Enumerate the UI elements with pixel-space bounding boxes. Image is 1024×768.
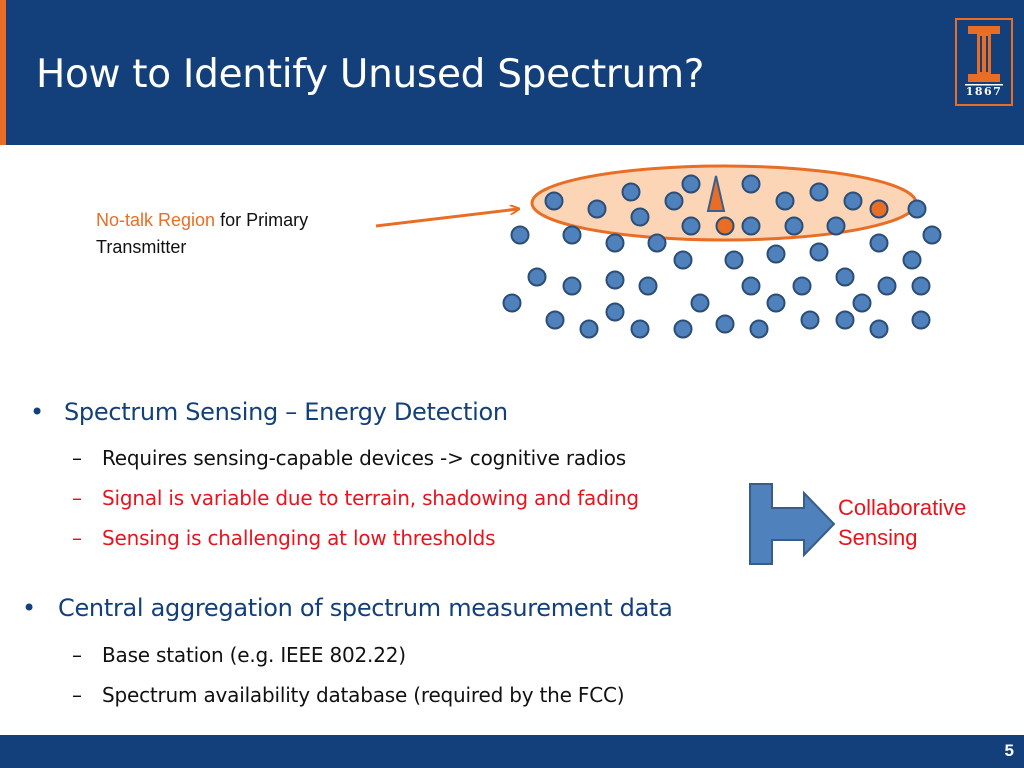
secondary-node bbox=[826, 216, 846, 236]
bullet-central-aggregation: • Central aggregation of spectrum measur… bbox=[22, 594, 802, 628]
secondary-node bbox=[681, 216, 701, 236]
secondary-node bbox=[587, 199, 607, 219]
secondary-node bbox=[835, 267, 855, 287]
collab-line1: Collaborative bbox=[838, 495, 967, 520]
secondary-node bbox=[579, 319, 599, 339]
primary-transmitter-icon bbox=[706, 175, 726, 212]
active-secondary-node bbox=[715, 216, 735, 236]
secondary-node bbox=[869, 233, 889, 253]
secondary-node bbox=[621, 182, 641, 202]
sub-bullet-text: Spectrum availability database (required… bbox=[102, 683, 625, 707]
collab-line2: Sensing bbox=[838, 525, 918, 550]
sub-bullet-sensing-2: – Signal is variable due to terrain, sha… bbox=[72, 486, 732, 514]
secondary-node bbox=[766, 244, 786, 264]
secondary-node-group bbox=[502, 174, 942, 339]
secondary-node bbox=[630, 319, 650, 339]
secondary-node bbox=[775, 191, 795, 211]
sub-bullet-text: Signal is variable due to terrain, shado… bbox=[102, 486, 639, 510]
secondary-node bbox=[749, 319, 769, 339]
secondary-node bbox=[852, 293, 872, 313]
secondary-node bbox=[741, 216, 761, 236]
secondary-node bbox=[784, 216, 804, 236]
callout-text-line2: Transmitter bbox=[96, 237, 187, 257]
bullet-text: Spectrum Sensing – Energy Detection bbox=[64, 398, 508, 426]
bullet-marker: • bbox=[22, 594, 36, 622]
secondary-node bbox=[741, 174, 761, 194]
dash-marker: – bbox=[72, 446, 82, 470]
dash-marker: – bbox=[72, 643, 82, 667]
sub-bullet-text: Requires sensing-capable devices -> cogn… bbox=[102, 446, 627, 470]
sub-bullet-sensing-1: – Requires sensing-capable devices -> co… bbox=[72, 446, 732, 474]
secondary-node bbox=[605, 302, 625, 322]
sub-bullet-text: Sensing is challenging at low thresholds bbox=[102, 526, 496, 550]
secondary-node bbox=[911, 276, 931, 296]
secondary-node bbox=[527, 267, 547, 287]
secondary-node bbox=[724, 250, 744, 270]
secondary-node bbox=[647, 233, 667, 253]
title-bar bbox=[0, 0, 1024, 145]
sub-bullet-sensing-3: – Sensing is challenging at low threshol… bbox=[72, 526, 732, 554]
secondary-node bbox=[911, 310, 931, 330]
secondary-node bbox=[902, 250, 922, 270]
sub-bullet-central-1: – Base station (e.g. IEEE 802.22) bbox=[72, 643, 732, 671]
secondary-node bbox=[922, 225, 942, 245]
dash-marker: – bbox=[72, 526, 82, 550]
secondary-node bbox=[562, 225, 582, 245]
column-icon bbox=[965, 26, 1003, 86]
secondary-node bbox=[809, 242, 829, 262]
dash-marker: – bbox=[72, 486, 82, 510]
secondary-node bbox=[673, 319, 693, 339]
secondary-node bbox=[907, 199, 927, 219]
secondary-node bbox=[843, 191, 863, 211]
callout-arrow bbox=[375, 209, 518, 228]
active-secondary-node bbox=[869, 199, 889, 219]
university-logo: 1867 bbox=[955, 18, 1013, 106]
callout-highlight: No-talk Region bbox=[96, 210, 216, 230]
bullet-spectrum-sensing: • Spectrum Sensing – Energy Detection bbox=[30, 398, 630, 432]
sub-bullet-text: Base station (e.g. IEEE 802.22) bbox=[102, 643, 406, 667]
secondary-node bbox=[869, 319, 889, 339]
secondary-node bbox=[562, 276, 582, 296]
secondary-node bbox=[673, 250, 693, 270]
secondary-node bbox=[766, 293, 786, 313]
secondary-node bbox=[502, 293, 522, 313]
secondary-node bbox=[741, 276, 761, 296]
logo-year: 1867 bbox=[965, 85, 1003, 98]
collaborative-arrow-icon bbox=[749, 483, 836, 565]
secondary-node bbox=[792, 276, 812, 296]
secondary-node bbox=[690, 293, 710, 313]
secondary-node bbox=[877, 276, 897, 296]
secondary-node bbox=[544, 191, 564, 211]
footer-bar bbox=[0, 735, 1024, 768]
callout-text: for Primary bbox=[215, 210, 309, 230]
dash-marker: – bbox=[72, 683, 82, 707]
title-accent-stripe bbox=[0, 0, 6, 145]
sub-bullet-central-2: – Spectrum availability database (requir… bbox=[72, 683, 732, 711]
secondary-node bbox=[630, 207, 650, 227]
secondary-node bbox=[638, 276, 658, 296]
bullet-marker: • bbox=[30, 398, 44, 426]
secondary-node bbox=[835, 310, 855, 330]
collaborative-sensing-label: Collaborative Sensing bbox=[838, 493, 1018, 553]
secondary-node bbox=[510, 225, 530, 245]
page-number: 5 bbox=[1004, 741, 1014, 760]
secondary-node bbox=[605, 233, 625, 253]
secondary-node bbox=[715, 314, 735, 334]
secondary-node bbox=[800, 310, 820, 330]
no-talk-callout: No-talk Region for Primary Transmitter bbox=[96, 207, 386, 261]
secondary-node bbox=[545, 310, 565, 330]
bullet-text: Central aggregation of spectrum measurem… bbox=[58, 594, 673, 622]
secondary-node bbox=[809, 182, 829, 202]
slide-title: How to Identify Unused Spectrum? bbox=[36, 52, 705, 97]
secondary-node bbox=[664, 191, 684, 211]
secondary-node bbox=[605, 270, 625, 290]
secondary-node bbox=[681, 174, 701, 194]
